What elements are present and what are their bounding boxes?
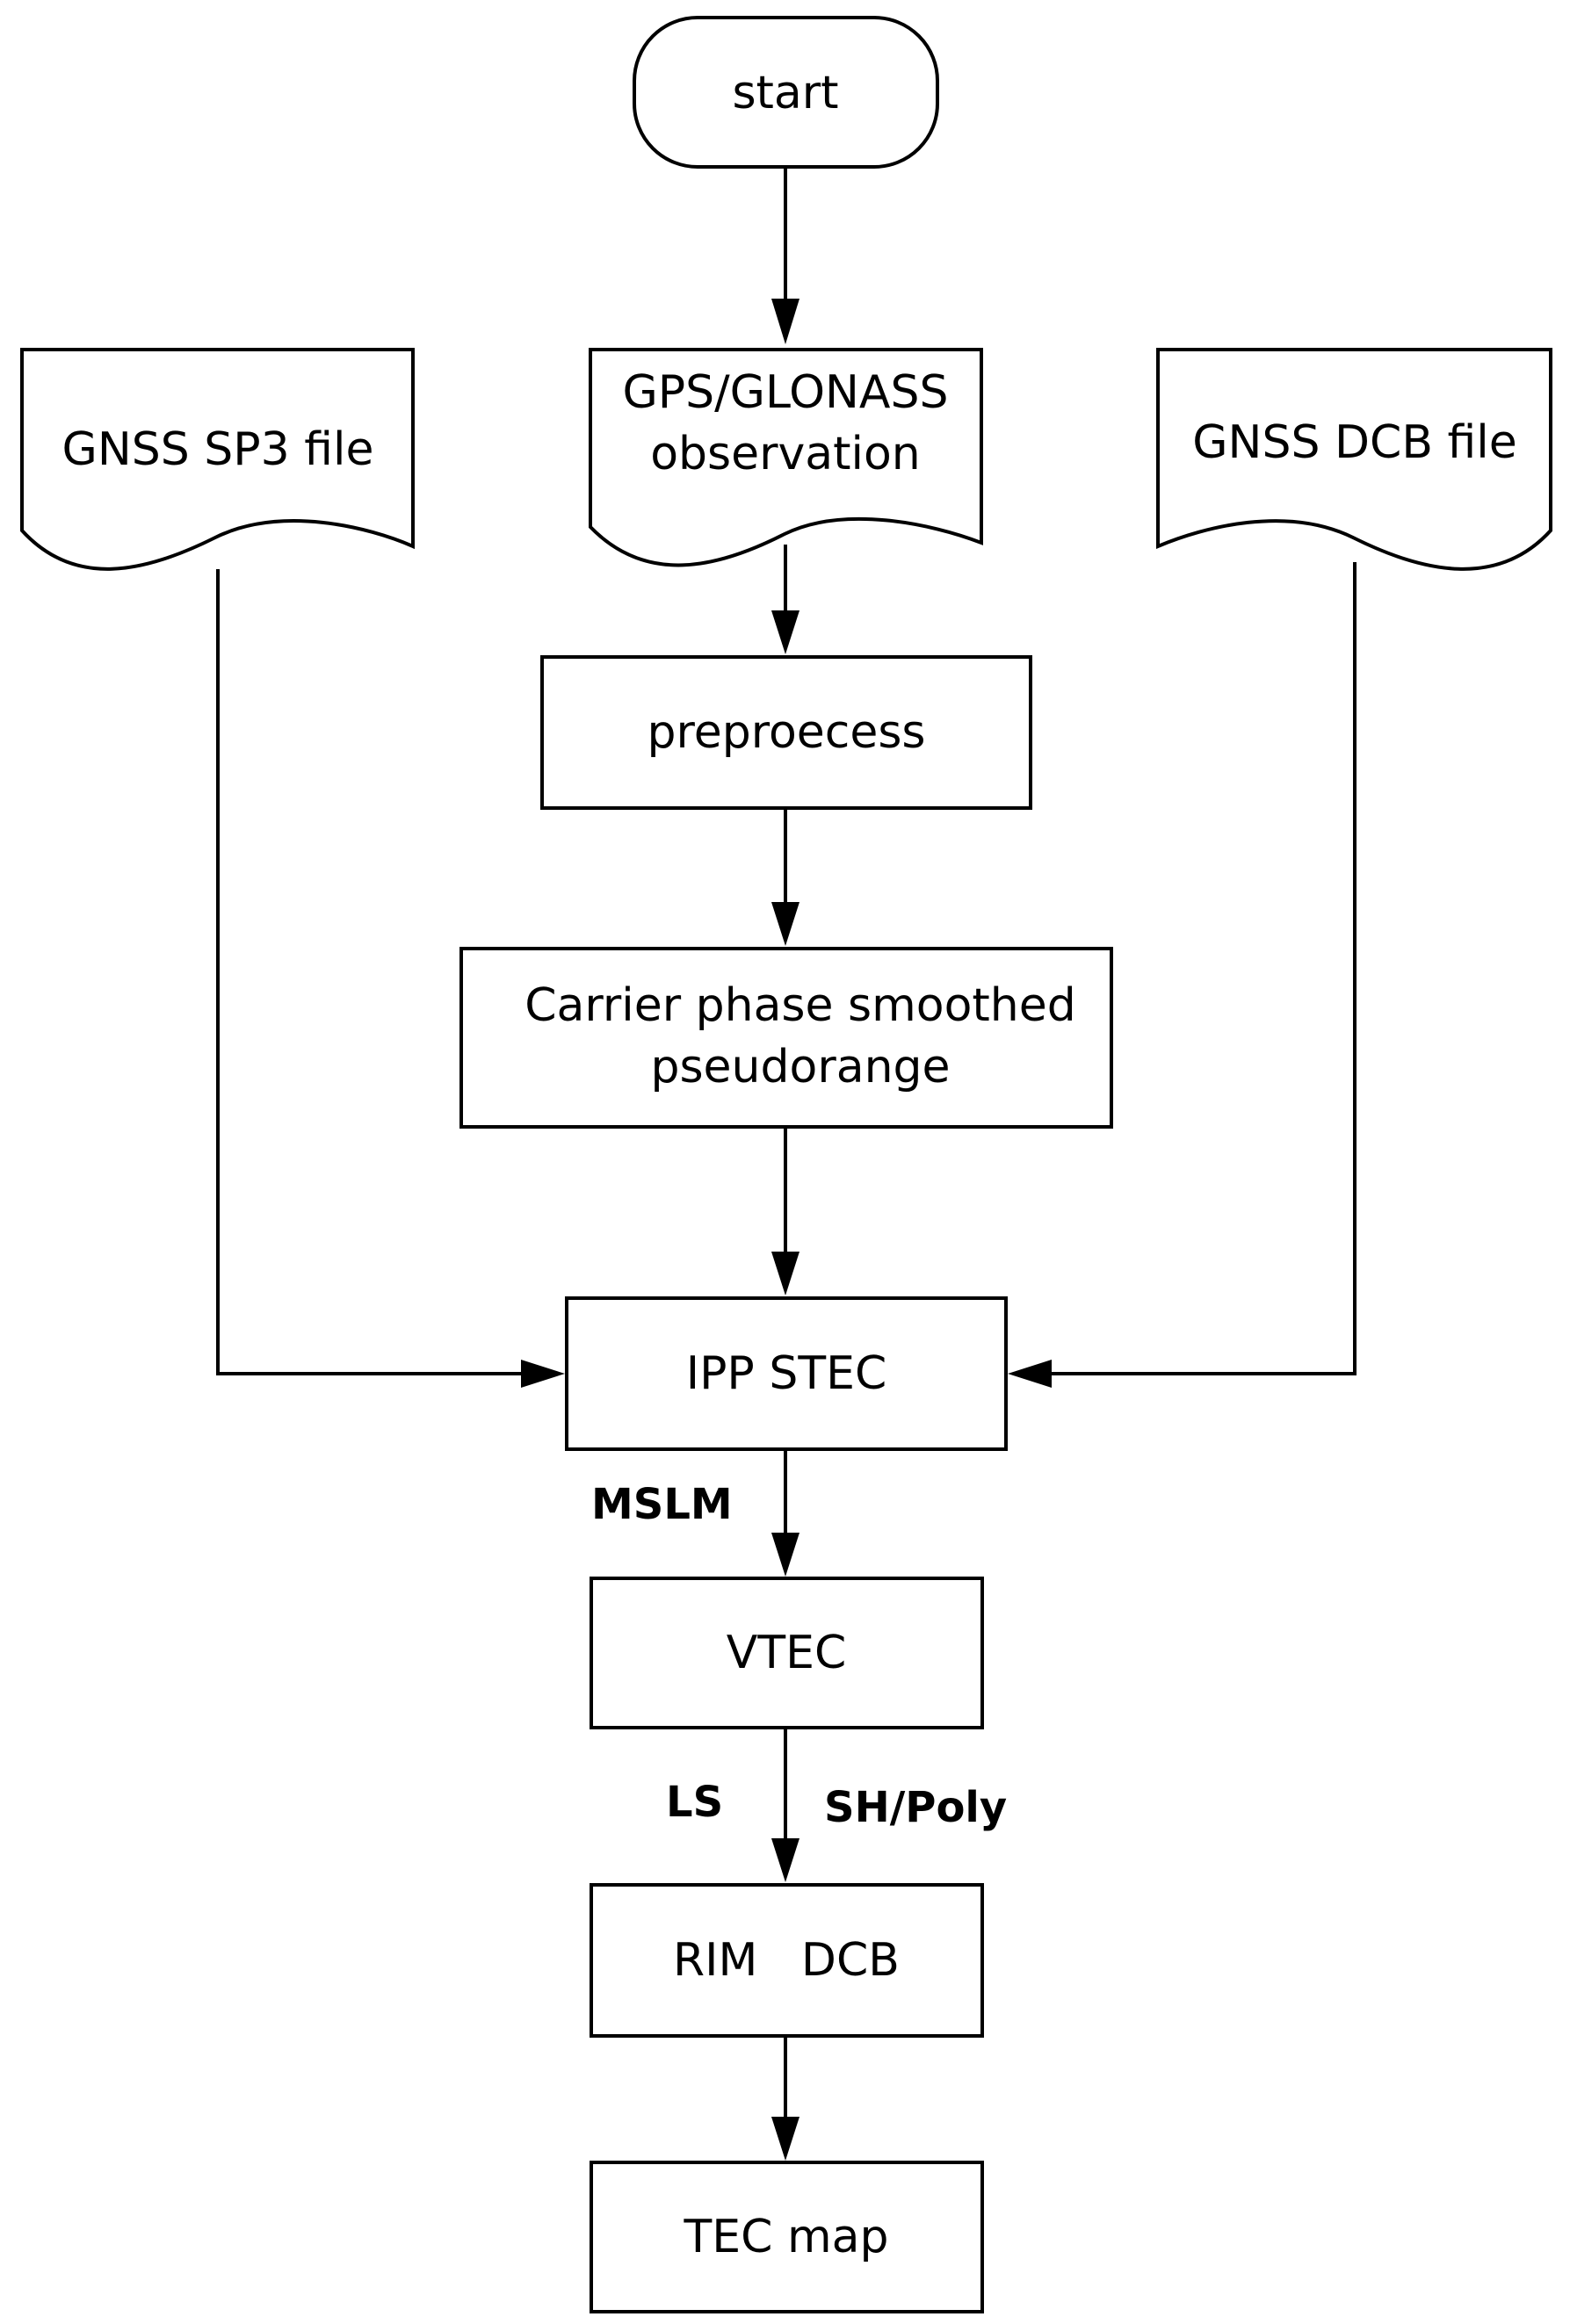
dcb-file-label: GNSS DCB file [1192,416,1516,469]
edge-start-to-observation [771,167,799,344]
edge-smoothing-to-ipp-stec [771,1127,799,1296]
edge-dcb-to-ipp-stec [1008,562,1357,1388]
arrowhead-icon [771,902,799,946]
arrowhead-icon [771,1533,799,1577]
smoothing-node: Carrier phase smoothed pseudorange [459,947,1113,1129]
rim-dcb-node: RIM DCB [590,1883,984,2038]
edge-preprocess-to-smoothing [771,808,799,946]
vtec-node: VTEC [590,1577,984,1729]
arrowhead-icon [771,1838,799,1882]
start-node: start [633,16,939,169]
edge-observation-to-preprocess [771,545,799,654]
sp3-file-label: GNSS SP3 file [62,423,374,476]
edge-rim-dcb-to-tec-map [771,2036,799,2161]
arrowhead-icon [521,1360,565,1388]
vtec-label: VTEC [727,1627,847,1679]
edge-vtec-to-rim-dcb [771,1728,799,1882]
preprocess-label: preproecess [647,706,925,759]
edge-sp3-to-ipp-stec [216,569,565,1388]
tec-map-label: TEC map [684,2211,889,2263]
ipp-stec-label: IPP STEC [686,1347,887,1400]
arrowhead-icon [771,610,799,654]
smoothing-label-line1: Carrier phase smoothed [525,979,1076,1032]
sp3-file-node: GNSS SP3 file [20,348,415,571]
observation-label-line1: GPS/GLONASS [622,366,948,419]
observation-label-line2: observation [650,428,921,480]
arrowhead-icon [1008,1360,1052,1388]
edge-ipp-stec-to-vtec [771,1449,799,1577]
edge-label-ls: LS [666,1778,723,1827]
start-node-label: start [732,67,838,119]
edge-label-sh-poly: SH/Poly [824,1783,1007,1832]
edge-label-mslm: MSLM [591,1480,733,1529]
smoothing-label-line2: pseudorange [650,1041,950,1093]
ipp-stec-node: IPP STEC [565,1296,1008,1451]
preprocess-node: preproecess [540,655,1032,810]
arrowhead-icon [771,2117,799,2161]
dcb-file-node: GNSS DCB file [1156,348,1552,571]
rim-dcb-label: RIM DCB [673,1934,900,1987]
arrowhead-icon [771,299,799,344]
observation-node: GPS/GLONASS observation [589,348,983,567]
arrowhead-icon [771,1252,799,1296]
tec-map-node: TEC map [590,2161,984,2313]
